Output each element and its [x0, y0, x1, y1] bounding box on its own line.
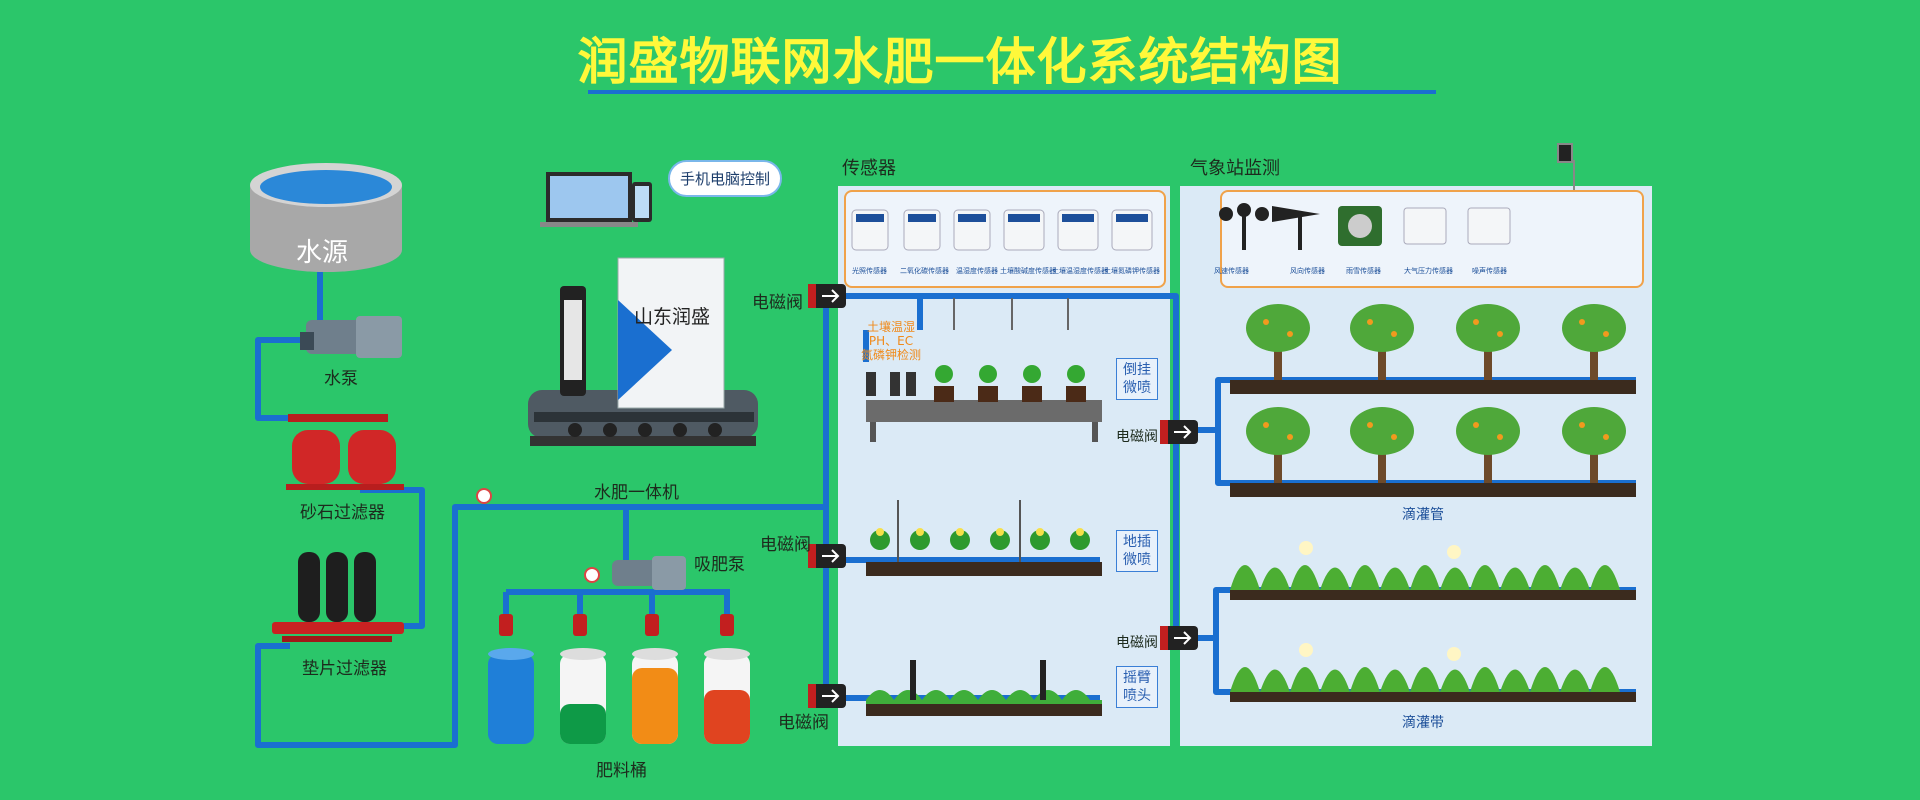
pump-graphic — [300, 316, 402, 358]
machine-brand-label: 山东润盛 — [634, 306, 711, 328]
ground-spray-tag: 地插 微喷 — [1116, 530, 1158, 572]
title-underline — [588, 90, 1436, 94]
hang-spray-tag: 倒挂 微喷 — [1116, 358, 1158, 400]
sensors-section-label: 传感器 — [842, 158, 896, 179]
sand-filter-label: 砂石过滤器 — [300, 503, 385, 523]
drip-pipe-label: 滴灌管 — [1402, 507, 1444, 523]
bucket-valves — [499, 614, 734, 636]
soil-detection-note: 土壤温湿 PH、EC 氮磷钾检测 — [860, 320, 921, 362]
suction-pump-graphic — [476, 488, 686, 590]
sensor-caption-2: 二氧化碳传感器 — [900, 267, 949, 275]
rocker-spray-zone — [866, 660, 1102, 716]
weather-caption-1: 风速传感器 — [1214, 267, 1249, 275]
hanging-spray-zone — [866, 298, 1102, 442]
fertigation-machine — [528, 257, 758, 446]
fertilizer-bucket-label: 肥料桶 — [596, 761, 647, 781]
valve-label-3: 电磁阀 — [778, 713, 829, 733]
suction-pump-label: 吸肥泵 — [694, 555, 745, 575]
disc-filter-label: 垫片过滤器 — [302, 659, 387, 679]
crop-rows — [1230, 541, 1636, 702]
machine-label: 水肥一体机 — [594, 483, 679, 503]
solenoid-valves — [808, 284, 1198, 708]
sensor-caption-4: 土壤酸碱度传感器 — [1000, 267, 1056, 275]
water-source-tank — [250, 163, 402, 272]
sensor-caption-1: 光照传感器 — [852, 267, 887, 275]
valve-label-4: 电磁阀 — [1116, 429, 1158, 445]
sensor-caption-6: 土壤氮磷钾传感器 — [1104, 267, 1160, 275]
sensor-caption-3: 温湿度传感器 — [956, 267, 998, 275]
rocker-spray-tag: 摇臂 喷头 — [1116, 666, 1158, 708]
pump-label: 水泵 — [324, 369, 358, 389]
phone-control-bubble: 手机电脑控制 — [668, 160, 783, 197]
tree-rows — [1230, 304, 1636, 497]
valve-label-5: 电磁阀 — [1116, 635, 1158, 651]
weather-caption-3: 雨雪传感器 — [1346, 267, 1381, 275]
valve-label-2: 电磁阀 — [760, 535, 811, 555]
disc-filter-graphic — [272, 552, 404, 642]
weather-section-label: 气象站监测 — [1190, 158, 1280, 179]
fertilizer-buckets — [488, 648, 750, 744]
water-source-label: 水源 — [296, 238, 349, 268]
page-title: 润盛物联网水肥一体化系统结构图 — [577, 33, 1343, 91]
weather-caption-5: 噪声传感器 — [1472, 267, 1507, 275]
sand-filter-graphic — [286, 414, 404, 490]
drip-tape-label: 滴灌带 — [1402, 715, 1444, 731]
weather-caption-2: 风向传感器 — [1290, 267, 1325, 275]
laptop-graphic — [540, 172, 652, 227]
sensor-caption-5: 土壤温湿度传感器 — [1052, 267, 1108, 275]
valve-label-1: 电磁阀 — [752, 293, 803, 313]
ground-spray-zone — [866, 500, 1102, 576]
weather-caption-4: 大气压力传感器 — [1404, 267, 1453, 275]
